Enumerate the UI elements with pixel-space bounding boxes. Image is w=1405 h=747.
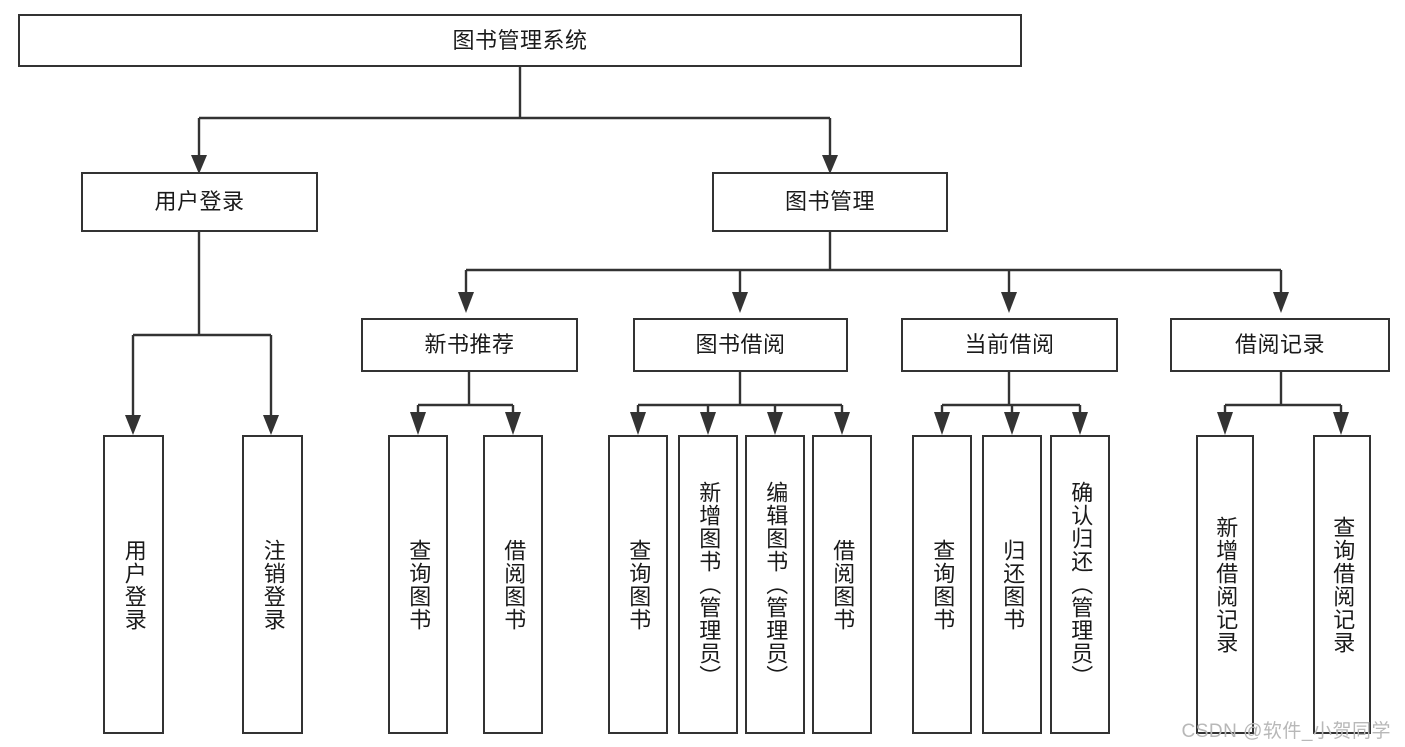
node-label: 归还图书 xyxy=(1000,538,1026,631)
node-label: 确认归还（管理员） xyxy=(1068,481,1094,688)
node-label: 新增借阅记录 xyxy=(1213,515,1239,654)
node-label: 借阅图书 xyxy=(830,538,856,631)
node-label: 查询图书 xyxy=(626,538,652,631)
node-current-borrow[interactable]: 当前借阅 xyxy=(901,318,1118,372)
leaf-user-login[interactable]: 用户登录 xyxy=(103,435,164,734)
node-label: 图书管理系统 xyxy=(452,27,588,53)
leaf-add-book[interactable]: 新增图书（管理员） xyxy=(678,435,738,734)
node-label: 用户登录 xyxy=(154,189,245,215)
node-new-book-recommend[interactable]: 新书推荐 xyxy=(361,318,578,372)
node-label: 注销登录 xyxy=(260,538,286,631)
leaf-add-borrow-record[interactable]: 新增借阅记录 xyxy=(1196,435,1254,734)
node-label: 借阅记录 xyxy=(1234,332,1325,358)
node-label: 借阅图书 xyxy=(501,538,527,631)
leaf-confirm-return[interactable]: 确认归还（管理员） xyxy=(1050,435,1110,734)
leaf-query-borrow-record[interactable]: 查询借阅记录 xyxy=(1313,435,1371,734)
node-book-manage[interactable]: 图书管理 xyxy=(712,172,948,232)
node-label: 用户登录 xyxy=(121,538,147,631)
node-label: 图书借阅 xyxy=(695,332,786,358)
node-book-borrow[interactable]: 图书借阅 xyxy=(633,318,848,372)
node-label: 新书推荐 xyxy=(424,332,515,358)
leaf-borrow-book-2[interactable]: 借阅图书 xyxy=(812,435,872,734)
leaf-borrow-book-1[interactable]: 借阅图书 xyxy=(483,435,543,734)
node-label: 查询借阅记录 xyxy=(1330,515,1356,654)
node-label: 编辑图书（管理员） xyxy=(763,481,789,688)
leaf-query-book-2[interactable]: 查询图书 xyxy=(608,435,668,734)
node-root-system[interactable]: 图书管理系统 xyxy=(18,14,1022,67)
leaf-edit-book[interactable]: 编辑图书（管理员） xyxy=(745,435,805,734)
node-label: 当前借阅 xyxy=(964,332,1055,358)
leaf-query-book-1[interactable]: 查询图书 xyxy=(388,435,448,734)
node-label: 查询图书 xyxy=(930,538,956,631)
leaf-return-book[interactable]: 归还图书 xyxy=(982,435,1042,734)
node-borrow-record[interactable]: 借阅记录 xyxy=(1170,318,1390,372)
node-label: 新增图书（管理员） xyxy=(696,481,722,688)
watermark: CSDN @软件_小贺同学 xyxy=(1181,721,1391,742)
leaf-logout[interactable]: 注销登录 xyxy=(242,435,303,734)
node-user-login[interactable]: 用户登录 xyxy=(81,172,318,232)
node-label: 图书管理 xyxy=(784,189,875,215)
node-label: 查询图书 xyxy=(406,538,432,631)
leaf-query-book-3[interactable]: 查询图书 xyxy=(912,435,972,734)
